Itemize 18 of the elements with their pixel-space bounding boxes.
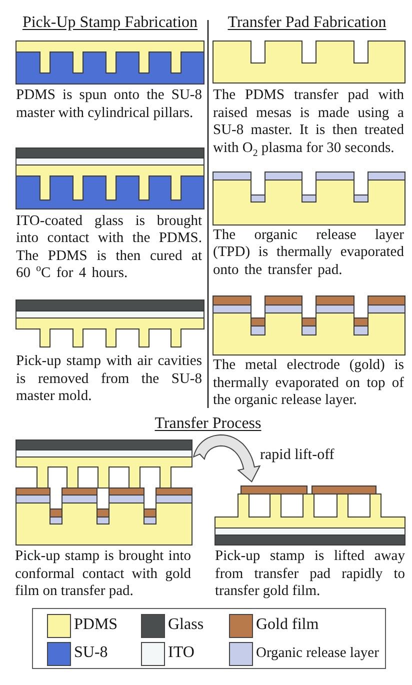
section-heading: Pick-Up Stamp Fabrication	[22, 13, 198, 32]
legend-label: Glass	[168, 616, 204, 634]
section-heading: Transfer Pad Fabrication	[228, 13, 386, 32]
legend-label: SU-8	[74, 644, 108, 662]
step-caption: The metal electrode (gold) is thermally evaporated on top of the organic release layer.	[213, 357, 404, 410]
section-heading: Transfer Process	[154, 414, 262, 433]
arrow-label: rapid lift-off	[260, 446, 334, 464]
step-caption: Pick-up stamp is lifted away from transfer pad rapidly to transfer gold film.	[215, 548, 405, 600]
legend-label: PDMS	[74, 616, 118, 634]
step-caption: ITO-coated glass is brought into contact with the PDMS. The PDMS is then cured at 60 $^{o}$C for 4 hours.	[16, 212, 202, 282]
step-caption: PDMS is spun onto the SU-8 master with cylindrical pillars.	[16, 87, 202, 122]
step-caption: The PDMS transfer pad with raised mesas is made using a SU-8 master. It is then treated with O$_{2}$ plasma for 30 seconds.	[213, 87, 404, 157]
step-caption: The organic release layer (TPD) is thermally evaporated onto the transfer pad.	[213, 226, 404, 279]
legend-label: ITO	[168, 644, 194, 662]
legend-label: Organic release layer	[256, 644, 379, 662]
legend-label: Gold film	[256, 616, 319, 634]
step-caption: Pick-up stamp with air cavities is removed from the SU-8 master mold.	[16, 353, 202, 406]
step-caption: Pick-up stamp is brought into conformal contact with gold film on transfer pad.	[15, 548, 191, 600]
